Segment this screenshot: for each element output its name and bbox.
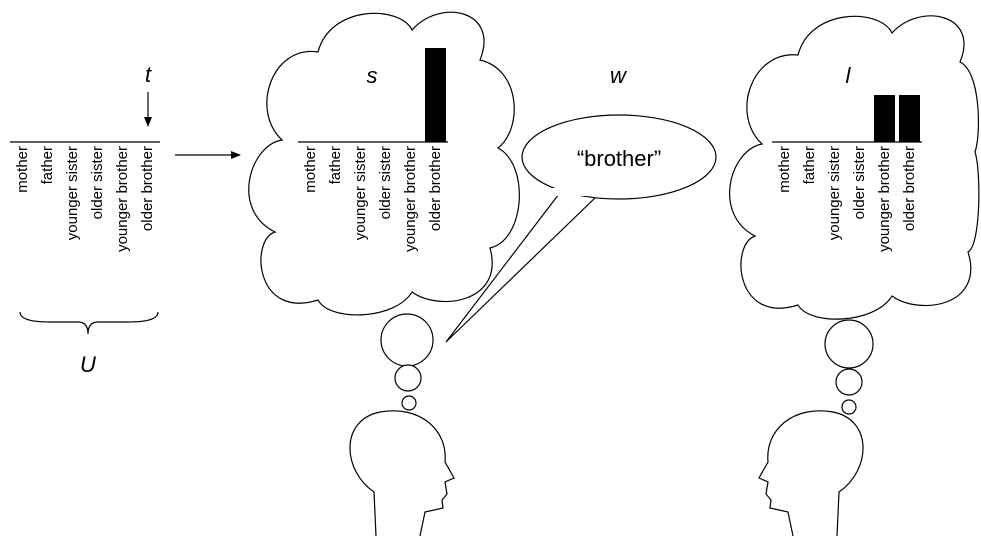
speaker-label-older-sister: older sister <box>377 146 394 219</box>
target-symbol: t <box>145 62 152 87</box>
speaker-cloud <box>248 11 520 316</box>
listener-label-younger-sister: younger sister <box>826 146 843 240</box>
speaker-label-mother: mother <box>302 146 319 193</box>
speaker-thought-bubble-large <box>380 313 434 367</box>
listener-thought-bubble-large <box>824 319 874 369</box>
speaker-symbol: s <box>367 63 378 88</box>
speaker-label-younger-sister: younger sister <box>352 146 369 240</box>
utterance-text: “brother” <box>577 146 661 171</box>
listener-cloud <box>729 15 980 320</box>
speaker-labels: mother father younger sister older sister yo… <box>302 146 444 252</box>
universe-brace <box>19 311 159 335</box>
universe-label-younger-brother: younger brother <box>114 146 131 252</box>
listener-thought-bubble-medium <box>835 368 863 396</box>
universe-label-older-brother: older brother <box>139 146 156 231</box>
speaker-head <box>349 410 455 537</box>
listener-labels: mother father younger sister older sister yo… <box>776 146 918 252</box>
speaker-label-older-brother: older brother <box>427 146 444 231</box>
speaker-label-father: father <box>327 146 344 184</box>
listener-label-older-brother: older brother <box>901 146 918 231</box>
speaker-bars <box>425 48 446 142</box>
listener-head <box>758 410 864 537</box>
universe-labels: mother father younger sister older sister yo… <box>14 146 156 252</box>
universe-label-mother: mother <box>14 146 31 193</box>
universe-label-older-sister: older sister <box>89 146 106 219</box>
utterance-symbol: w <box>610 63 628 88</box>
universe-group: t mother father younger sister older sister… <box>10 62 160 377</box>
listener-thought-bubble-small <box>841 399 857 415</box>
listener-label-father: father <box>801 146 818 184</box>
listener-label-mother: mother <box>776 146 793 193</box>
speaker-label-younger-brother: younger brother <box>402 146 419 252</box>
listener-bar-older-brother <box>899 95 920 142</box>
listener-symbol: l <box>846 63 852 88</box>
listener-label-older-sister: older sister <box>851 146 868 219</box>
listener-bars <box>874 95 920 142</box>
utterance-speech-bubble: “brother” <box>445 114 717 343</box>
speaker-thought-cloud: s mother father younger sister older sister… <box>248 11 520 316</box>
speaker-thought-bubble-medium <box>394 364 422 392</box>
universe-symbol: U <box>80 352 96 377</box>
listener-label-younger-brother: younger brother <box>876 146 893 252</box>
speaker-thought-bubble-small <box>401 395 417 411</box>
speaker-bar-older-brother <box>425 48 446 142</box>
universe-label-father: father <box>39 146 56 184</box>
speech-bubble-body <box>521 114 717 200</box>
universe-label-younger-sister: younger sister <box>64 146 81 240</box>
listener-bar-younger-brother <box>874 95 895 142</box>
listener-thought-cloud: l mother father younger sister older sister… <box>729 15 980 320</box>
